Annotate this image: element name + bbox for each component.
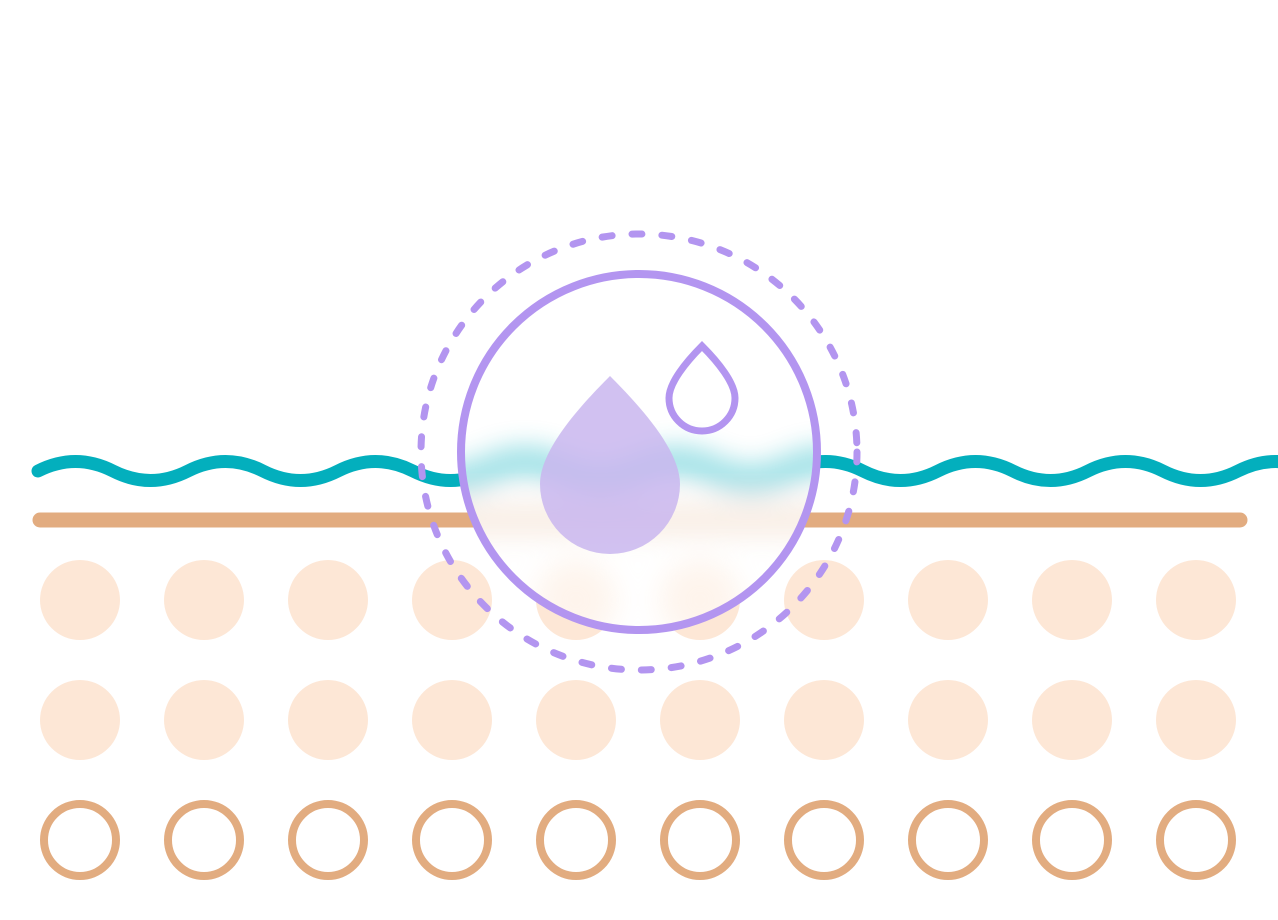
water-drop-outline-icon [665,341,739,435]
skin-cell-ring [40,800,120,880]
skin-cell-dot [164,680,244,760]
skin-cell-ring [908,800,988,880]
skin-cell-dot [1032,680,1112,760]
skin-cell-ring [164,800,244,880]
lens-ring [457,270,821,634]
water-drop-icon [540,376,680,554]
dashed-orbit-ring [417,230,861,674]
skin-cell-dot [412,560,492,640]
skin-cell-dot [1156,560,1236,640]
skin-cell-dot [40,560,120,640]
skin-cell-ring [784,800,864,880]
skin-cell-ring [1156,800,1236,880]
skin-cell-dot [784,560,864,640]
skin-cell-ring [536,800,616,880]
skin-cell-dot [288,560,368,640]
skin-cell-dot [1156,680,1236,760]
skin-cell-ring [412,800,492,880]
skin-cell-dot [908,680,988,760]
skin-cell-dot [908,560,988,640]
skin-cell-ring [288,800,368,880]
skin-cell-ring [1032,800,1112,880]
skin-cell-ring [660,800,740,880]
skin-cell-dot [40,680,120,760]
skin-cell-dot [412,680,492,760]
magnifier-lens [417,230,861,674]
skin-cell-dot [536,680,616,760]
skin-cell-dot [660,680,740,760]
skin-cell-dot [784,680,864,760]
skin-cell-dot [1032,560,1112,640]
skin-cell-dot [288,680,368,760]
skin-cell-dot [164,560,244,640]
